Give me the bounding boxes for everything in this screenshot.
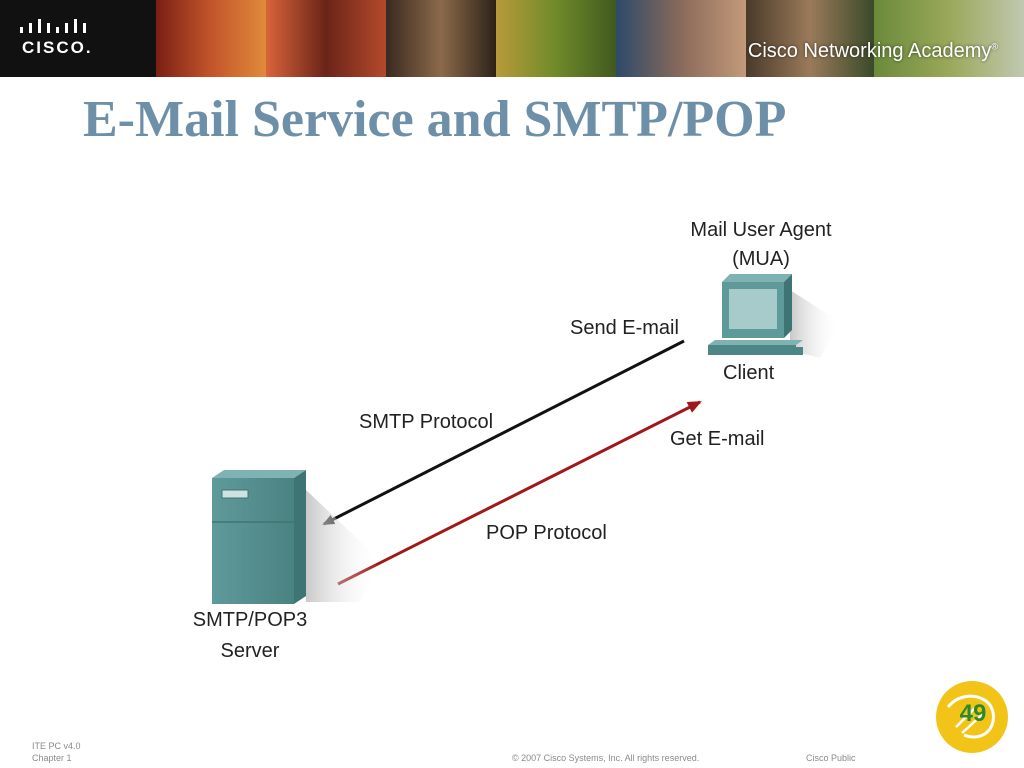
footer-course: ITE PC v4.0 bbox=[32, 741, 81, 751]
client-computer-icon bbox=[708, 274, 840, 358]
pop-protocol-label: POP Protocol bbox=[486, 522, 607, 544]
smtp-protocol-label: SMTP Protocol bbox=[359, 411, 494, 433]
pop-get-arrow bbox=[337, 400, 702, 586]
mua-label: Mail User Agent (MUA) bbox=[676, 216, 846, 274]
server-label: SMTP/POP3 Server bbox=[180, 605, 320, 667]
page-number-badge-icon bbox=[936, 681, 1008, 753]
footer-copyright: © 2007 Cisco Systems, Inc. All rights re… bbox=[512, 753, 700, 763]
footer-chapter: Chapter 1 bbox=[32, 753, 72, 763]
server-label-line2: Server bbox=[220, 640, 280, 662]
client-label: Client bbox=[723, 362, 775, 384]
mua-label-line2: (MUA) bbox=[732, 248, 790, 270]
banner-photo-strip bbox=[156, 0, 1024, 77]
smtp-send-arrow bbox=[322, 339, 685, 526]
slide-title: E-Mail Service and SMTP/POP bbox=[83, 91, 787, 148]
cisco-bars-icon bbox=[20, 19, 86, 33]
send-email-label: Send E-mail bbox=[570, 317, 679, 339]
academy-text: Cisco Networking Academy bbox=[747, 40, 992, 62]
footer-classification: Cisco Public bbox=[806, 753, 856, 763]
cisco-wordmark: CISCO. bbox=[22, 38, 93, 57]
server-label-line1: SMTP/POP3 bbox=[192, 609, 308, 631]
cisco-logo: CISCO. bbox=[0, 0, 156, 77]
academy-wordmark: Cisco Networking Academy® bbox=[748, 40, 998, 63]
header-banner: CISCO. Cisco Networking Academy® bbox=[0, 0, 1024, 77]
mua-label-line1: Mail User Agent bbox=[690, 219, 832, 241]
get-email-label: Get E-mail bbox=[670, 428, 765, 450]
page-number: 49 bbox=[959, 700, 987, 727]
registered-mark: ® bbox=[991, 41, 998, 52]
server-icon bbox=[212, 470, 380, 604]
